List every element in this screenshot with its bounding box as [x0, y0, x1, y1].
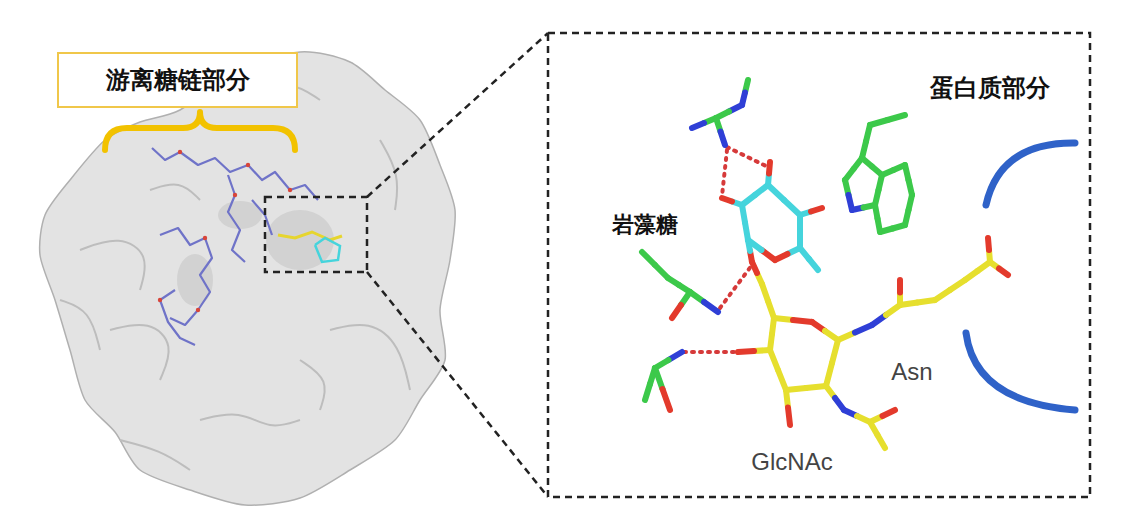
glycan-chain [160, 290, 195, 345]
bond-stick [826, 363, 832, 386]
surface-groove [300, 360, 325, 410]
yellow-brace [105, 112, 295, 150]
hydrogen-bond [722, 150, 727, 196]
residue-label: GlcNAc [751, 448, 832, 476]
bond-stick [655, 368, 663, 389]
surface-groove [380, 140, 397, 210]
surface-groove [200, 415, 300, 426]
bond-stick [832, 340, 838, 363]
glycan-oxygen [158, 298, 162, 302]
bond-stick [875, 205, 878, 219]
bond-stick [769, 162, 770, 174]
glycan-chain [252, 200, 272, 235]
bond-stick [788, 408, 790, 426]
box-label: 游离糖链部分 [106, 64, 250, 96]
bond-stick [883, 410, 896, 416]
zoom-panel [548, 33, 1090, 497]
hydrogen-bonds [684, 147, 766, 352]
bond-stick [704, 302, 718, 312]
bond-stick [999, 269, 1008, 276]
hydrogen-bond [684, 350, 736, 354]
surface-groove [330, 325, 410, 390]
glycan-chain [160, 228, 212, 325]
bond-stick [770, 350, 778, 370]
surface-groove [60, 300, 100, 350]
bond-stick [748, 240, 762, 250]
surface-pocket [177, 254, 213, 306]
region-label: 蛋白质部分 [930, 72, 1050, 104]
bond-stick [793, 320, 812, 322]
glycan-oxygen [288, 188, 292, 192]
protein-surface [40, 52, 456, 505]
bond-stick [722, 198, 732, 202]
bond-stick [862, 158, 872, 167]
glycan-oxygen [233, 193, 237, 197]
bond-stick [878, 435, 886, 448]
bond-stick [897, 280, 903, 293]
glycan-chain [228, 175, 245, 262]
surface-outline [40, 52, 456, 505]
bond-stick [721, 132, 726, 146]
bond-stick [672, 305, 681, 318]
bond-stick [786, 388, 806, 390]
bond-stick [692, 123, 704, 128]
backbone-arc [966, 333, 1075, 410]
residue-label: Asn [891, 358, 932, 386]
bond-stick [645, 384, 650, 400]
surface-groove [150, 185, 200, 200]
bond-stick [738, 351, 754, 352]
surface-groove [110, 325, 169, 380]
zoom-line [367, 33, 548, 197]
zoom-line [367, 272, 548, 497]
backbone-arc [986, 143, 1075, 205]
hydrogen-bond [720, 265, 752, 308]
bond-stick [988, 238, 989, 250]
fucose-small [315, 238, 340, 262]
glycan-oxygen [196, 308, 200, 312]
stick-model [642, 80, 1008, 448]
surface-groove [120, 440, 190, 470]
bond-stick [768, 185, 784, 200]
bond-stick [784, 200, 800, 215]
label-box: 游离糖链部分 [57, 52, 298, 108]
bond-stick [806, 386, 826, 388]
glcnac-small [278, 232, 342, 240]
glycan-oxygen [246, 163, 250, 167]
zoom-region [265, 197, 367, 272]
surface-groove [80, 241, 145, 290]
glycan-oxygen [178, 150, 182, 154]
hydrogen-bond [727, 147, 766, 166]
glycan-oxygen [203, 236, 207, 240]
bond-stick [811, 208, 822, 212]
region-label: 岩藻糖 [612, 210, 678, 240]
bond-stick [809, 259, 818, 270]
bond-stick [663, 389, 671, 410]
bond-stick [778, 370, 786, 390]
glycan-sticks [152, 148, 342, 345]
